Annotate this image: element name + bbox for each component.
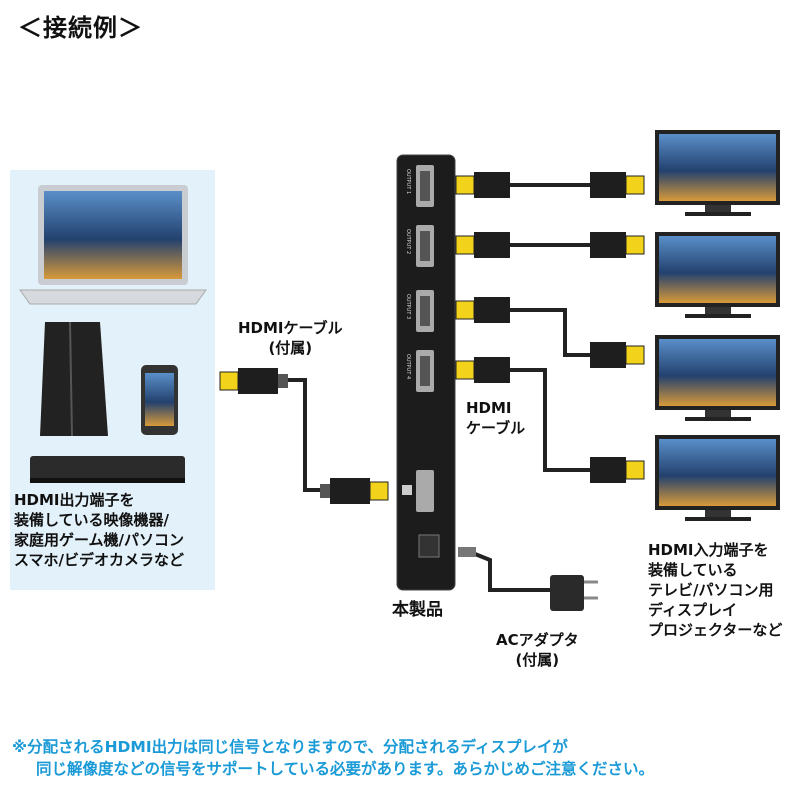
label-line: HDMI入力端子を	[648, 541, 769, 559]
device-label: 本製品	[392, 600, 443, 620]
ac-adapter-icon	[458, 547, 598, 611]
port-label: OUTPUT 4	[405, 354, 411, 379]
input-hdmi-cable	[219, 368, 389, 504]
label-line: スマホ/ビデオカメラなど	[14, 551, 185, 569]
output-port-2: OUTPUT 2	[405, 225, 434, 267]
label-line: (付属)	[515, 651, 560, 669]
smartphone-icon	[141, 365, 178, 435]
output-port-4: OUTPUT 4	[405, 350, 434, 392]
label-line: (付属)	[268, 339, 313, 357]
game-console-icon	[40, 321, 108, 437]
output-hdmi-cable	[455, 172, 645, 198]
output-port-1: OUTPUT 1	[405, 165, 434, 207]
input-cable-label: HDMIケーブル (付属)	[238, 318, 343, 358]
port-label: OUTPUT 1	[405, 169, 411, 194]
label-line: ケーブル	[466, 419, 526, 437]
label-line: ACアダプタ	[496, 631, 579, 649]
label-line: HDMIケーブル	[238, 319, 343, 337]
laptop-icon	[19, 185, 207, 305]
dc-jack	[418, 534, 440, 558]
output-hdmi-cable	[455, 232, 645, 258]
note-line: 同じ解像度などの信号をサポートしている必要があります。あらかじめご注意ください。	[36, 760, 654, 778]
label-line: 装備している映像機器/	[14, 511, 170, 529]
bluray-player-icon	[30, 456, 185, 483]
page-title: ＜接続例＞	[18, 14, 143, 42]
ac-adapter-label: ACアダプタ (付属)	[496, 630, 579, 670]
output-cable-label: HDMI ケーブル	[466, 398, 525, 438]
caution-note: ※分配されるHDMI出力は同じ信号となりますので、分配されるディスプレイが 同じ…	[12, 736, 654, 780]
label-line: プロジェクターなど	[648, 621, 783, 639]
tv-icon	[655, 435, 780, 521]
tv-icon	[655, 232, 780, 318]
output-port-3: OUTPUT 3	[405, 290, 434, 332]
label-line: HDMI出力端子を	[14, 491, 135, 509]
output-hdmi-cable	[455, 297, 645, 368]
note-line: ※分配されるHDMI出力は同じ信号となりますので、分配されるディスプレイが	[12, 738, 568, 756]
source-devices-label: HDMI出力端子を 装備している映像機器/ 家庭用ゲーム機/パソコン スマホ/ビ…	[14, 490, 184, 570]
tv-icon	[655, 130, 780, 216]
label-line: テレビ/パソコン用	[648, 581, 774, 599]
label-line: 家庭用ゲーム機/パソコン	[14, 531, 185, 549]
hdmi-input-port	[416, 470, 434, 512]
label-line: HDMI	[466, 399, 512, 417]
port-label: OUTPUT 2	[405, 229, 411, 254]
tv-icon	[655, 335, 780, 421]
displays-label: HDMI入力端子を 装備している テレビ/パソコン用 ディスプレイ プロジェクタ…	[648, 540, 782, 640]
label-line: 装備している	[648, 561, 738, 579]
splitter-device: OUTPUT 1 OUTPUT 2 OUTPUT 3 OUTPUT 4	[396, 154, 456, 591]
label-line: ディスプレイ	[648, 601, 737, 619]
port-label: OUTPUT 3	[405, 294, 411, 319]
output-hdmi-cable	[455, 357, 645, 483]
